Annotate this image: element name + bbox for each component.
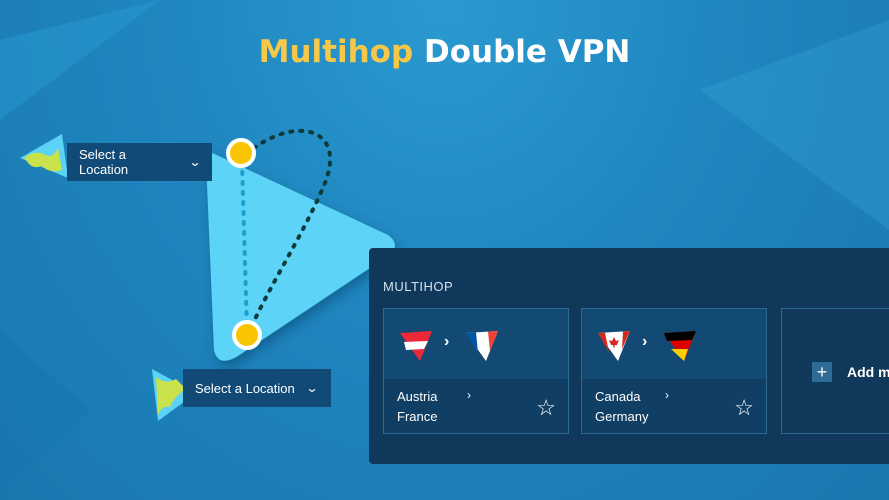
multihop-panel: MULTIHOP › Austria France › ☆ <box>369 248 889 464</box>
route-dotted-outer <box>248 128 333 332</box>
chevron-right-icon: › <box>665 388 669 402</box>
chevron-right-icon: › <box>642 333 648 350</box>
chevron-down-icon: ⌄ <box>188 155 202 169</box>
canada-flag-icon <box>598 331 630 361</box>
multihop-card-canada-germany[interactable]: › Canada Germany › ☆ <box>581 308 767 434</box>
star-icon[interactable]: ☆ <box>536 395 556 420</box>
chevron-right-icon: › <box>444 333 450 350</box>
title-accent: Multihop <box>258 34 414 70</box>
title-rest: Double VPN <box>423 34 631 70</box>
chevron-down-icon: ⌄ <box>305 381 319 395</box>
route-dotted-inner <box>240 160 249 332</box>
add-multihop-label: Add m <box>847 364 889 380</box>
germany-flag-icon <box>664 331 696 361</box>
card-to: Germany <box>595 409 649 424</box>
france-flag-icon <box>466 331 498 361</box>
page-title: Multihop Double VPN <box>0 34 889 70</box>
globe-icon <box>20 134 68 178</box>
multihop-card-austria-france[interactable]: › Austria France › ☆ <box>383 308 569 434</box>
card-to: France <box>397 409 438 424</box>
location-select-top[interactable]: Select a Location ⌄ <box>67 143 212 181</box>
add-multihop-button[interactable]: + Add m <box>781 308 889 434</box>
chevron-right-icon: › <box>467 388 471 402</box>
location-select-label: Select a Location <box>79 147 129 177</box>
austria-flag-icon <box>400 331 432 361</box>
location-select-label: Select a Location <box>195 380 295 396</box>
card-from: Austria <box>397 389 438 404</box>
card-from: Canada <box>595 389 641 404</box>
node-top <box>226 138 256 168</box>
play-triangle <box>201 150 395 361</box>
plus-icon: + <box>812 362 832 382</box>
node-bottom <box>232 320 262 350</box>
globe-icon <box>152 369 196 421</box>
location-select-bottom[interactable]: Select a Location ⌄ <box>183 369 331 407</box>
multihop-label: MULTIHOP <box>383 279 454 294</box>
star-icon[interactable]: ☆ <box>734 395 754 420</box>
